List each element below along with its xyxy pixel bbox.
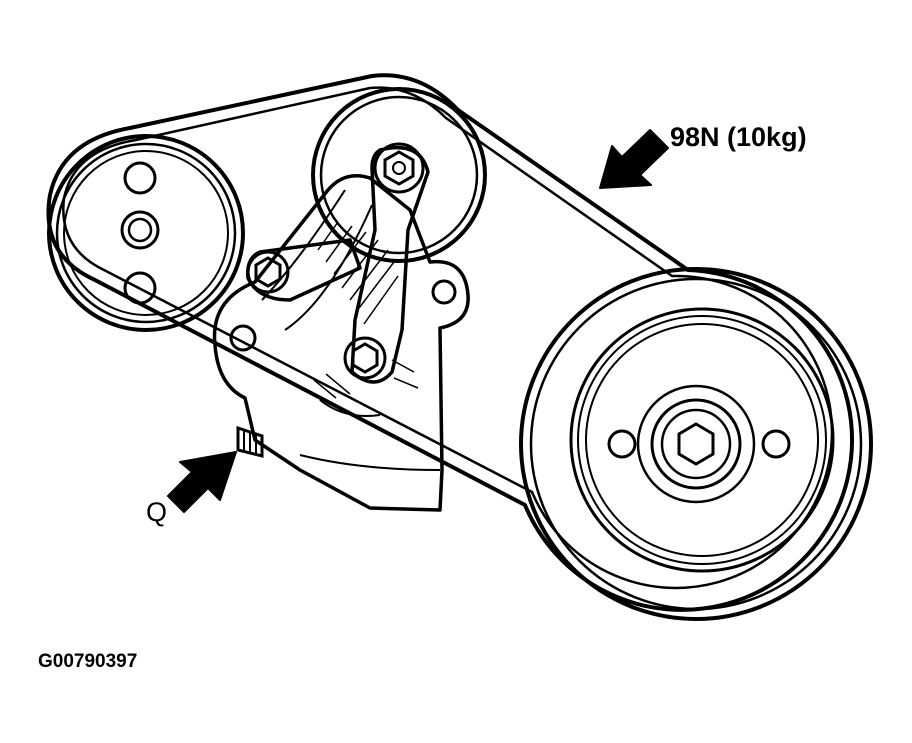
- figure-code-label: G00790397: [38, 651, 138, 672]
- belt-force-label: 98N (10kg): [670, 122, 807, 152]
- arm-bolt-lower: [343, 336, 387, 380]
- left-pulley: [47, 134, 245, 332]
- adjuster-bolt: [236, 425, 264, 458]
- tensioner-bracket: [212, 174, 470, 512]
- adjuster-label: Q: [146, 497, 168, 527]
- crankshaft-pulley: [519, 267, 873, 621]
- arm-bolt-left: [246, 250, 290, 294]
- arrow-up-right-icon: [167, 451, 237, 513]
- arrow-down-left-icon: [599, 129, 669, 189]
- idler-pulley: [311, 87, 487, 263]
- drive-belt: [46, 73, 854, 612]
